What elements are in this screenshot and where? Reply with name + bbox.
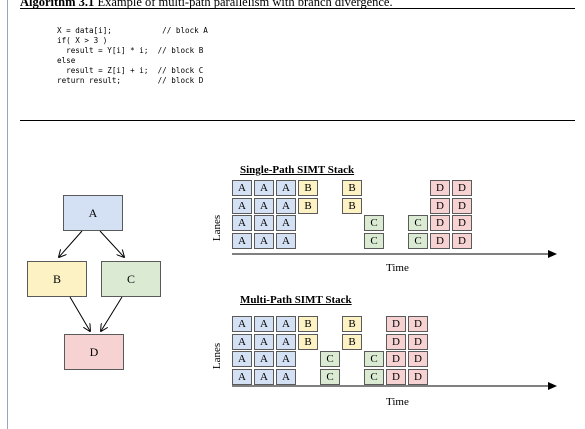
lane-cell-block-c: C <box>364 351 384 367</box>
code-line: result = Z[i] + i; // block C <box>57 66 204 75</box>
lane-cell-block-d: D <box>408 316 428 332</box>
lane-cell-block-a: A <box>232 333 252 350</box>
flowchart-node-d: D <box>64 334 124 370</box>
lane-cell-block-a: A <box>254 368 274 385</box>
lane-cell-block-c: C <box>320 351 340 367</box>
lane-cell-block-d: D <box>430 180 450 196</box>
lane-cell-block-a: A <box>232 180 252 196</box>
lane-cell-block-a: A <box>232 316 252 332</box>
lane-cell-block-a: A <box>254 215 274 231</box>
code-line: result = Y[i] * i; // block B <box>57 46 204 55</box>
lane-cell-block-d: D <box>430 215 450 231</box>
code-line: X = data[i]; // block A <box>57 26 208 35</box>
lane-cell-block-d: D <box>386 333 406 350</box>
lane-cell-block-c: C <box>364 215 384 231</box>
algorithm-caption-text: Example of multi-path parallelism with b… <box>94 0 393 9</box>
algorithm-bottom-rule <box>20 120 575 121</box>
lane-cell-block-a: A <box>232 351 252 367</box>
lane-cell-block-a: A <box>254 197 274 214</box>
chart-xlabel-multi-path: Time <box>386 396 409 408</box>
lane-cell-block-d: D <box>408 368 428 385</box>
lane-cell-block-b: B <box>342 197 362 214</box>
lane-cell-block-a: A <box>254 351 274 367</box>
lane-cell-block-a: A <box>276 215 296 231</box>
algorithm-caption-label: Algorithm 3.1 <box>20 0 95 9</box>
lane-cell-block-a: A <box>276 333 296 350</box>
lane-cell-block-a: A <box>276 368 296 385</box>
node-label: D <box>89 344 99 359</box>
flowchart-node-c: C <box>101 261 161 297</box>
lane-cell-block-a: A <box>276 180 296 196</box>
lane-cell-block-a: A <box>232 368 252 385</box>
node-label: C <box>126 271 135 286</box>
flowchart-node-b: B <box>27 261 87 297</box>
lane-cell-block-a: A <box>254 180 274 196</box>
lane-cell-block-a: A <box>276 232 296 249</box>
lane-cell-block-b: B <box>342 180 362 196</box>
lane-cell-block-a: A <box>232 197 252 214</box>
chart-title-single-path: Single-Path SIMT Stack <box>240 164 355 176</box>
lane-cell-block-b: B <box>298 333 318 350</box>
lane-cell-block-d: D <box>408 333 428 350</box>
lane-cell-block-b: B <box>298 197 318 214</box>
algorithm-caption: Algorithm 3.1 Example of multi-path para… <box>20 0 393 10</box>
lane-cell-block-d: D <box>452 232 472 249</box>
lane-cell-block-d: D <box>430 232 450 249</box>
lane-cell-block-a: A <box>254 333 274 350</box>
chart-xlabel-single-path: Time <box>386 262 409 274</box>
lane-cell-block-b: B <box>342 333 362 350</box>
lane-cell-block-b: B <box>298 180 318 196</box>
code-line: if( X > 3 ) <box>57 36 108 45</box>
node-label: B <box>52 271 61 286</box>
lane-cell-block-c: C <box>364 232 384 249</box>
lane-cell-block-a: A <box>254 232 274 249</box>
code-line: else <box>57 56 76 65</box>
caption-rule <box>20 8 575 9</box>
flowchart-node-a: A <box>63 195 123 231</box>
lane-cell-block-c: C <box>408 215 428 231</box>
lane-cell-block-d: D <box>452 197 472 214</box>
lane-cell-block-d: D <box>386 316 406 332</box>
lane-cell-block-b: B <box>342 316 362 332</box>
lane-cell-block-d: D <box>430 197 450 214</box>
lane-cell-block-a: A <box>276 197 296 214</box>
lane-cell-block-d: D <box>408 351 428 367</box>
lane-cell-block-d: D <box>452 180 472 196</box>
lane-cell-block-a: A <box>232 215 252 231</box>
lane-cell-block-a: A <box>276 316 296 332</box>
lane-cell-block-d: D <box>452 215 472 231</box>
lane-cell-block-c: C <box>408 232 428 249</box>
lane-cell-block-a: A <box>232 232 252 249</box>
lane-cell-block-b: B <box>298 316 318 332</box>
lane-cell-block-d: D <box>386 351 406 367</box>
lane-cell-block-a: A <box>276 351 296 367</box>
lane-cell-block-d: D <box>386 368 406 385</box>
lane-cell-block-c: C <box>320 368 340 385</box>
code-line: return result; // block D <box>57 76 204 85</box>
lane-cell-block-a: A <box>254 316 274 332</box>
page-margin-rule <box>7 0 8 429</box>
node-label: A <box>88 205 98 220</box>
lane-cell-block-c: C <box>364 368 384 385</box>
chart-title-multi-path: Multi-Path SIMT Stack <box>240 294 352 306</box>
